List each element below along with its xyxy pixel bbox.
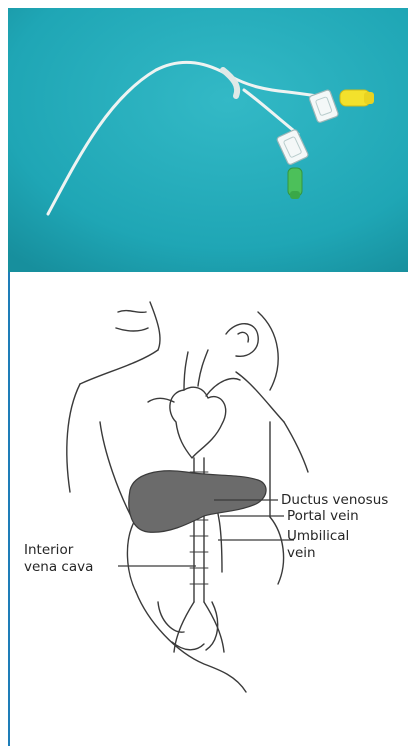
liver	[129, 471, 266, 532]
ear-outline	[226, 324, 258, 357]
label-umbilical-line2: vein	[287, 545, 316, 562]
carotid-left	[184, 352, 188, 390]
heart	[170, 387, 226, 458]
carotid-right	[198, 350, 208, 386]
anatomy-diagram-panel: Ductus venosus Portal vein Umbilical vei…	[8, 272, 408, 746]
right-hip	[270, 517, 284, 584]
right-shoulder	[236, 372, 284, 422]
catheter-photo-art	[8, 8, 408, 272]
label-ivc-line2: vena cava	[24, 559, 93, 576]
mouth-line	[118, 311, 146, 313]
left-hip	[127, 522, 136, 592]
head-back	[258, 312, 278, 390]
yellow-connector	[340, 90, 374, 106]
right-arm	[284, 422, 308, 472]
green-connector	[288, 168, 302, 199]
label-ductus-venosus: Ductus venosus	[281, 492, 388, 509]
ear-inner	[238, 332, 248, 342]
jaw-line	[116, 328, 148, 331]
label-ivc-line1: Interior	[24, 542, 73, 559]
catheter-photo	[8, 8, 408, 272]
left-shoulder	[80, 350, 158, 384]
left-border-rule	[8, 272, 10, 746]
left-arm	[67, 384, 80, 492]
drape-background	[8, 8, 408, 272]
label-umbilical-line1: Umbilical	[287, 528, 349, 545]
pelvis-floor	[172, 642, 204, 650]
iliac-left	[174, 602, 194, 652]
aortic-arch	[206, 379, 240, 396]
iliac-right	[204, 602, 224, 652]
chin-line	[150, 302, 160, 350]
label-portal-vein: Portal vein	[287, 508, 359, 525]
